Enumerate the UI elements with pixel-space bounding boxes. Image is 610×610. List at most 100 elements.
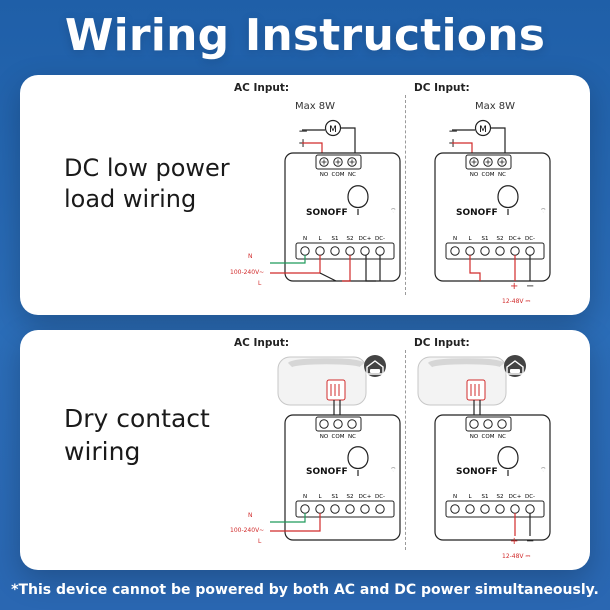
svg-text:−: − <box>298 124 308 138</box>
brand-logo: SONOFF <box>306 208 348 218</box>
svg-text:S2: S2 <box>347 236 354 242</box>
relay-terminal-nc: NC <box>348 172 356 178</box>
relay-terminal-block: NO COM NC <box>465 416 512 440</box>
svg-text:S2: S2 <box>497 236 504 242</box>
bottom-terminal-strip <box>445 242 545 260</box>
svg-text:NC: NC <box>348 434 356 440</box>
bottom-terminal-strip <box>295 242 395 260</box>
svg-text:NO: NO <box>320 434 329 440</box>
svg-text:COM: COM <box>482 434 495 440</box>
svg-text:L: L <box>318 494 322 500</box>
max-wattage-label: Max 8W <box>474 101 516 112</box>
svg-text:⌔: ⌔ <box>540 207 547 215</box>
bottom-terminal-labels: N L S1 S2 DC+ DC- <box>303 494 385 500</box>
brand-logo: SONOFF <box>456 208 498 218</box>
bottom-terminal-labels: N L S1 S2 DC+ DC- <box>453 494 535 500</box>
panel-divider <box>405 350 406 550</box>
svg-text:N: N <box>303 494 307 500</box>
svg-text:DC+: DC+ <box>509 236 522 242</box>
wiring-diagram: M − + NO COM NC <box>434 119 551 305</box>
wiring-diagram: NO COM NC SONOFF ⌔ N L S1 S2 DC+ DC- <box>230 355 401 545</box>
input-title: DC Input: <box>414 337 470 349</box>
panel-label: DC low power load wiring <box>64 153 264 215</box>
svg-text:N: N <box>303 236 307 242</box>
garage-car-icon <box>364 355 386 377</box>
svg-text:S1: S1 <box>332 494 339 500</box>
dc-minus: − <box>526 281 534 292</box>
diagram-dc-input-dry-contact: DC Input: NO <box>410 330 580 570</box>
panel-label-line-1: Dry contact <box>64 404 210 433</box>
svg-text:DC+: DC+ <box>509 494 522 500</box>
brand-logo: SONOFF <box>306 467 348 477</box>
ac-l-label: L <box>258 538 262 545</box>
svg-text:DC+: DC+ <box>359 236 372 242</box>
svg-text:−: − <box>448 124 458 138</box>
motor-icon: M <box>474 119 492 137</box>
device-clip-icon <box>347 185 369 209</box>
ac-n-label: N <box>248 512 253 519</box>
panel-dry-contact: Dry contact wiring AC Input: <box>20 330 590 570</box>
svg-text:L: L <box>318 236 322 242</box>
svg-text:N: N <box>453 494 457 500</box>
svg-text:L: L <box>468 236 472 242</box>
panel-label-line-1: DC low power <box>64 154 230 182</box>
svg-text:DC-: DC- <box>375 236 385 242</box>
device-clip-icon <box>347 446 369 470</box>
wiring-diagram: NO COM NC SONOFF ⌔ N L S1 S2 DC+ DC- <box>417 355 551 560</box>
panel-label-line-2: load wiring <box>64 185 197 213</box>
svg-text:COM: COM <box>482 172 495 178</box>
dc-voltage-label: 12-48V ⎓ <box>502 298 530 305</box>
ac-l-label: L <box>258 280 262 287</box>
garage-car-icon <box>504 355 526 377</box>
input-title: AC Input: <box>234 337 290 349</box>
page-title: Wiring Instructions <box>64 10 546 61</box>
svg-text:S1: S1 <box>332 236 339 242</box>
bottom-terminal-labels: N L S1 S2 DC+ DC- <box>303 236 385 242</box>
bottom-terminal-labels: N L S1 S2 DC+ DC- <box>453 236 535 242</box>
diagram-ac-input-load: AC Input: Max 8W M − + <box>230 75 401 315</box>
dc-plus: + <box>510 281 518 292</box>
svg-text:COM: COM <box>332 434 345 440</box>
bottom-terminal-strip <box>445 500 545 518</box>
motor-label: M <box>479 125 487 135</box>
diagram-ac-input-dry-contact: AC Input: <box>230 330 401 570</box>
bottom-terminal-strip <box>295 500 395 518</box>
svg-text:DC-: DC- <box>375 494 385 500</box>
relay-terminal-com: COM <box>332 172 345 178</box>
dc-plus: + <box>510 536 518 547</box>
svg-text:S1: S1 <box>482 236 489 242</box>
power-warning-note: *This device cannot be powered by both A… <box>11 582 599 598</box>
svg-text:DC+: DC+ <box>359 494 372 500</box>
dc-voltage-label: 12-48V ⎓ <box>502 553 530 560</box>
relay-terminal-block: NO COM NC <box>315 154 362 178</box>
svg-text:N: N <box>453 236 457 242</box>
panel-label-line-2: wiring <box>64 437 141 466</box>
wiring-diagram: M − + <box>230 119 401 287</box>
panel-divider <box>405 95 406 295</box>
svg-text:⌔: ⌔ <box>390 207 397 215</box>
svg-text:⌔: ⌔ <box>540 466 547 474</box>
max-wattage-label: Max 8W <box>294 101 336 112</box>
relay-terminal-block: NO COM NC <box>465 154 512 178</box>
svg-text:S1: S1 <box>482 494 489 500</box>
svg-text:NO: NO <box>470 172 479 178</box>
ac-n-label: N <box>248 253 253 260</box>
relay-terminal-block: NO COM NC <box>315 416 362 440</box>
dc-minus: − <box>526 536 534 547</box>
ac-voltage-label: 100-240V~ <box>230 527 264 534</box>
svg-text:NC: NC <box>498 434 506 440</box>
svg-text:⌔: ⌔ <box>390 466 397 474</box>
svg-text:DC-: DC- <box>525 236 535 242</box>
ac-voltage-label: 100-240V~ <box>230 269 264 276</box>
svg-text:NO: NO <box>470 434 479 440</box>
svg-text:S2: S2 <box>497 494 504 500</box>
device-clip-icon <box>497 446 519 470</box>
svg-text:L: L <box>468 494 472 500</box>
motor-icon: M <box>324 119 342 137</box>
input-title: AC Input: <box>234 82 290 94</box>
panel-dc-low-power-load: DC low power load wiring AC Input: Max 8… <box>20 75 590 315</box>
device-clip-icon <box>497 185 519 209</box>
panel-label: Dry contact wiring <box>64 402 264 468</box>
motor-label: M <box>329 125 337 135</box>
relay-terminal-no: NO <box>320 172 329 178</box>
